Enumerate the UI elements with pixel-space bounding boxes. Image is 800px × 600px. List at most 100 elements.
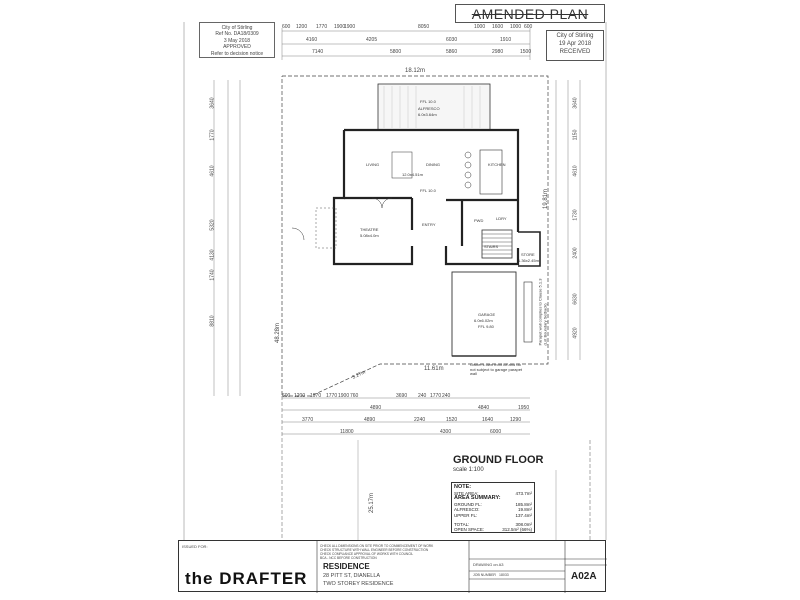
dim-label: 1640 [482,417,494,423]
dim-label: 600 [524,24,533,30]
right-length: 19.81m [543,188,550,210]
front-width: 11.61m [424,366,444,372]
pwd-label: PWD [474,218,484,223]
note-line: CHECK STRUCTURE WITH WALL ENGINEER BEFOR… [320,548,429,552]
dim-label: 1970 [310,393,322,399]
job-number: 18033 [499,573,509,577]
dim-label: 6000 [490,429,502,435]
summary-row: GROUND FL: 185.8m² [454,502,532,508]
dim-label: 6630 [572,293,579,305]
left-length: 48.28m [275,322,282,344]
kitchen-label: KITCHEN [488,162,506,167]
summary-heading: AREA SUMMARY: [454,495,501,502]
dim-label: 4610 [572,165,579,177]
top-dimension-lines [281,28,531,60]
open-space-value: 312.5m² (66%) [502,527,532,533]
dim-label: 1950 [518,405,530,411]
summary-row: UPPER FL: 137.4m² [454,513,532,519]
dim-label: 1000 [474,24,486,30]
site-area-row: SITE AREA: 473.7m² [454,491,532,497]
dim-label: 2240 [414,417,426,423]
dim-label: 760 [350,393,359,399]
site-area-value: 473.7m² [515,490,532,496]
dim-label: 1770 [316,24,328,30]
stamp-line: City of Stirling [556,33,594,39]
summary-label: UPPER FL: [454,512,478,518]
amended-plan-stamp: AMENDED PLAN [455,4,605,23]
dim-label: 1900 [344,24,356,30]
area-summary-box: NOTE: SITE AREA: 473.7m² AREA SUMMARY: G… [451,482,535,533]
project-description: TWO STOREY RESIDENCE [323,581,394,587]
stamp-line: APPROVED [223,44,251,51]
dim-label: 4160 [306,37,318,43]
right-dimension-lines [555,80,581,360]
dim-label: 2980 [492,49,504,55]
dim-label: 1520 [446,417,458,423]
mid-dimension-lines [282,397,530,435]
received-stamp: City of Stirling 19 Apr 2018 RECEIVED [546,30,604,61]
laundry-label: LDRY [496,216,507,221]
main-size: 12.0x4.51m [402,172,423,177]
open-space-label: OPEN SPACE: [454,527,485,533]
summary-row: ALFRESCO: 19.8m² [454,507,532,513]
dim-label: 3770 [302,417,314,423]
dim-label: 1900 [338,393,350,399]
project-name: RESIDENCE [323,562,370,571]
stairs-label: STAIRS [484,244,499,249]
dim-label: 4920 [572,327,579,339]
dim-label: 6030 [446,37,458,43]
sheet-number: A02A [571,571,597,582]
summary-value: 19.8m² [517,507,532,513]
dim-label: 1730 [572,209,579,221]
entry-label: ENTRY [422,222,436,227]
drawing-size-label: DRAWING on A3 [473,562,504,567]
ffl-upper-label: FFL 10.0 [420,99,436,104]
dim-label: 3640 [572,97,579,109]
stamp-line: Ref No. DA18/0309 [215,31,259,38]
dim-label: 600 [282,393,291,399]
dim-label: 1770 [326,393,338,399]
dim-label: 1000 [510,24,522,30]
job-number-label: JOB NUMBER [473,573,496,577]
dim-label: 1290 [510,417,522,423]
dim-label: 4890 [370,405,382,411]
dim-label: 1500 [520,49,532,55]
garage [451,271,517,357]
site-area-label: SITE AREA: [454,490,479,496]
dim-label: 2400 [572,247,579,259]
dim-label: 1200 [296,24,308,30]
dim-label: 8810 [209,315,216,327]
dim-label: 5860 [446,49,458,55]
project-address: 28 PITT ST, DIANELLA [323,573,381,579]
total-value: 308.0m² [515,521,532,527]
dim-label: 1910 [500,37,512,43]
drafter-logo: the DRAFTER [185,569,307,589]
dim-label: 5800 [390,49,402,55]
summary-label: GROUND FL: [454,501,482,507]
open-space-row: OPEN SPACE: 312.5m² (66%) [454,527,532,533]
dim-label: 3690 [396,393,408,399]
dim-label: 1770 [430,393,442,399]
dim-label: 4890 [364,417,376,423]
store-size: 1.36x2.45m [518,258,539,263]
dim-label: 1200 [294,393,306,399]
store-label: STORE [521,252,535,257]
dim-label: 240 [442,393,451,399]
lot-boundary [281,75,549,397]
stamp-line: 3 May 2018 [223,37,251,44]
dim-label: 11800 [340,429,354,435]
owners-fence-note: Owner's own front lot and do not subject… [470,362,523,376]
stairs [481,229,513,259]
theatre-size: 5.08x4.0m [360,233,379,238]
note-line: BCA - NCC BEFORE CONSTRUCTION [320,556,377,560]
dim-label: 240 [418,393,427,399]
stamp-line: 19 Apr 2018 [558,41,592,47]
approval-stamp: City of Stirling Ref No. DA18/0309 3 May… [199,22,275,58]
dim-label: 1770 [209,129,216,141]
stamp-line: RECEIVED [559,49,591,55]
dim-label: 4300 [440,429,452,435]
dining-label: DINING [426,162,440,167]
dim-label: 8050 [418,24,430,30]
dim-label: 4840 [478,405,490,411]
